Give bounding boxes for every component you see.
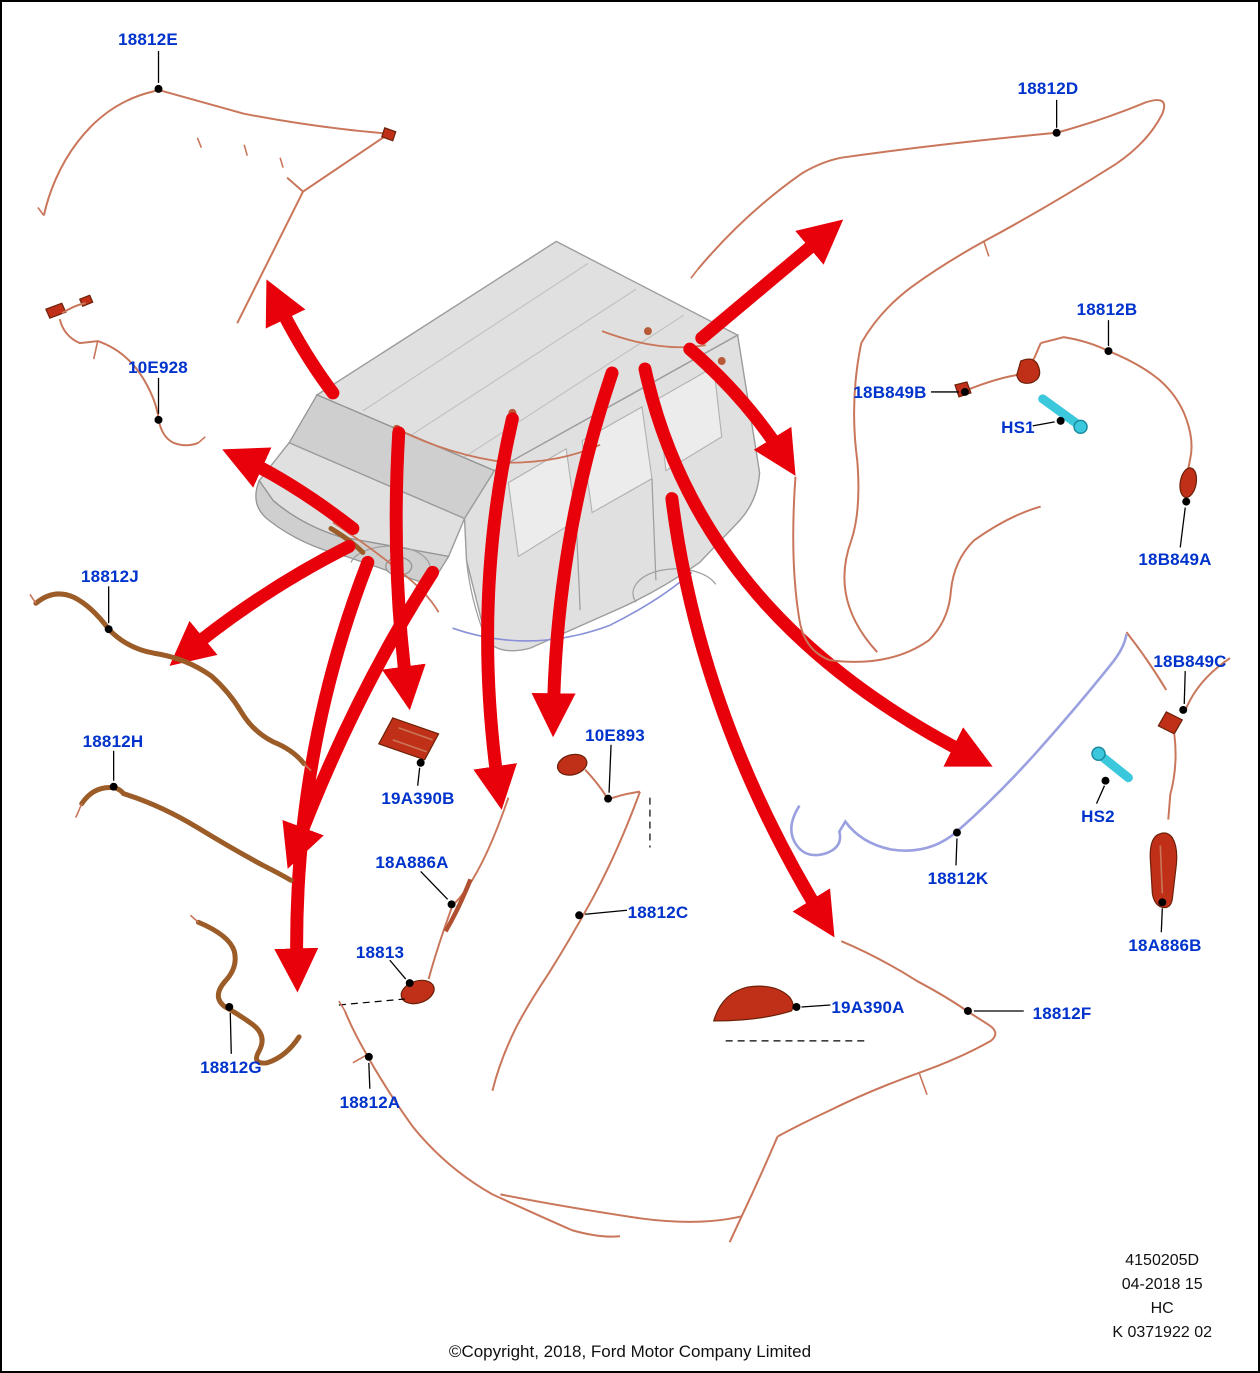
callout-label-18B849B: 18B849B: [853, 383, 927, 402]
red-arrow: [169, 539, 356, 666]
harness-18B849C: [1091, 631, 1231, 820]
part-19A390B: [377, 717, 440, 761]
harness-18812E: [37, 88, 397, 324]
callout-label-18812K: 18812K: [927, 869, 989, 888]
callout-label-HS1: HS1: [1001, 418, 1035, 437]
callout-label-18812D: 18812D: [1017, 79, 1079, 98]
document-k-number: K 0371922 02: [1112, 1324, 1212, 1341]
harness-18812J: [29, 591, 312, 772]
document-sheet-code: HC: [1150, 1300, 1174, 1317]
copyright-notice: ©Copyright, 2018, Ford Motor Company Lim…: [448, 1342, 812, 1361]
red-arrow: [274, 555, 375, 993]
callout-label-18B849A: 18B849A: [1138, 550, 1212, 569]
red-arrow: [282, 565, 440, 869]
harness-18812H: [75, 785, 294, 883]
red-arrow: [665, 492, 835, 938]
harness-18812K: [790, 633, 1128, 857]
red-arrow: [683, 342, 796, 476]
harness-18812A: [338, 1000, 621, 1238]
red-arrow: [222, 447, 360, 535]
part-18A886B: [1149, 832, 1178, 909]
callout-label-10E928: 10E928: [128, 358, 188, 377]
callout-label-18B849C: 18B849C: [1153, 652, 1227, 671]
red-arrow: [638, 362, 993, 767]
callout-label-18A886A: 18A886A: [375, 853, 449, 872]
callout-label-18812A: 18812A: [339, 1093, 401, 1112]
red-arrow: [265, 279, 340, 400]
pointer-arrows: [169, 219, 993, 993]
callout-label-19A390B: 19A390B: [381, 789, 455, 808]
part-10E893: [556, 753, 651, 848]
harness-18812D: [690, 99, 1166, 653]
callout-label-18812H: 18812H: [82, 732, 144, 751]
callout-label-18812G: 18812G: [200, 1058, 262, 1077]
harness-18812G: [189, 914, 302, 1066]
harness-18812C: [491, 791, 641, 1091]
callout-label-10E893: 10E893: [585, 726, 645, 745]
harness-10E928: [45, 294, 206, 447]
harness-18812F: [500, 940, 997, 1243]
part-19A390A: [712, 985, 868, 1042]
red-arrow: [695, 219, 844, 345]
callout-label-18812E: 18812E: [118, 30, 178, 49]
callout-label-18813: 18813: [355, 943, 405, 962]
red-arrow: [473, 412, 519, 810]
callout-leaders: [104, 51, 1191, 1089]
callout-label-18812B: 18812B: [1076, 300, 1138, 319]
document-date-code: 04-2018 15: [1121, 1276, 1203, 1293]
callout-label-18812C: 18812C: [627, 903, 689, 922]
harness-18812B: [792, 336, 1198, 663]
part-18A886A-18813: [338, 797, 510, 1006]
callout-label-18A886B: 18A886B: [1128, 936, 1202, 955]
callout-label-19A390A: 19A390A: [831, 998, 905, 1017]
callout-label-HS2: HS2: [1081, 807, 1115, 826]
callout-label-18812F: 18812F: [1032, 1004, 1092, 1023]
red-arrow: [382, 426, 426, 711]
callout-label-18812J: 18812J: [81, 567, 139, 586]
red-arrow: [531, 366, 619, 738]
document-part-ref: 4150205D: [1125, 1252, 1200, 1269]
document-info-block: 4150205D 04-2018 15 HC K 0371922 02: [1112, 1249, 1212, 1345]
